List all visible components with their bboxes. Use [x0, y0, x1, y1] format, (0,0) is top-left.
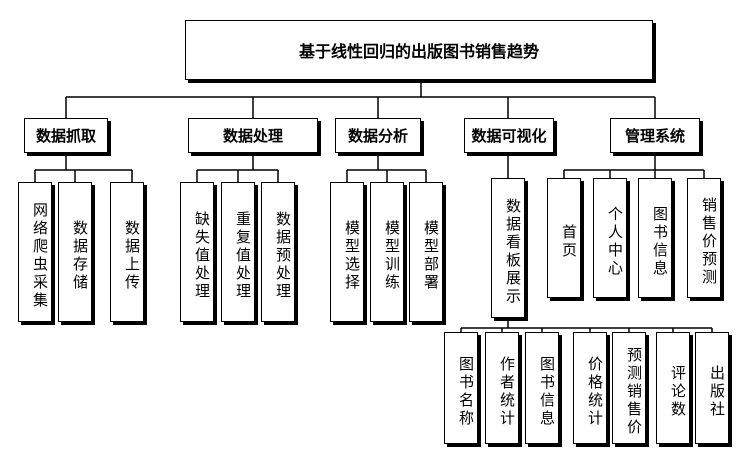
module-management-system: 管理系统	[610, 118, 700, 153]
leaf-duplicate-value: 重复值处理	[221, 182, 255, 322]
dash-publisher: 出版社	[695, 332, 729, 444]
dash-book-info: 图书信息	[525, 332, 559, 444]
dash-price-stats: 价格统计	[573, 332, 607, 444]
leaf-model-training: 模型训练	[370, 182, 404, 322]
leaf-data-upload: 数据上传	[110, 182, 144, 322]
leaf-web-crawler: 网络爬虫采集	[18, 182, 52, 322]
module-data-analysis: 数据分析	[335, 118, 421, 153]
leaf-book-info: 图书信息	[638, 178, 672, 298]
leaf-data-storage: 数据存储	[58, 182, 92, 322]
dash-predicted-price: 预测销售价	[612, 332, 646, 444]
leaf-home: 首页	[547, 178, 581, 298]
root-node: 基于线性回归的出版图书销售趋势	[185, 20, 653, 80]
module-data-crawling: 数据抓取	[24, 118, 108, 153]
dash-comment-count: 评论数	[656, 332, 690, 444]
dash-book-name: 图书名称	[444, 332, 478, 444]
leaf-missing-value: 缺失值处理	[180, 182, 214, 322]
leaf-dashboard: 数据看板展示	[491, 178, 525, 318]
leaf-model-deployment: 模型部署	[409, 182, 443, 322]
leaf-preprocessing: 数据预处理	[261, 182, 295, 322]
module-data-visualization: 数据可视化	[464, 118, 554, 153]
module-data-processing: 数据处理	[188, 118, 318, 153]
leaf-price-prediction: 销售价预测	[687, 178, 721, 298]
leaf-model-selection: 模型选择	[330, 182, 364, 322]
leaf-personal-center: 个人中心	[593, 178, 627, 298]
dash-author-stats: 作者统计	[485, 332, 519, 444]
